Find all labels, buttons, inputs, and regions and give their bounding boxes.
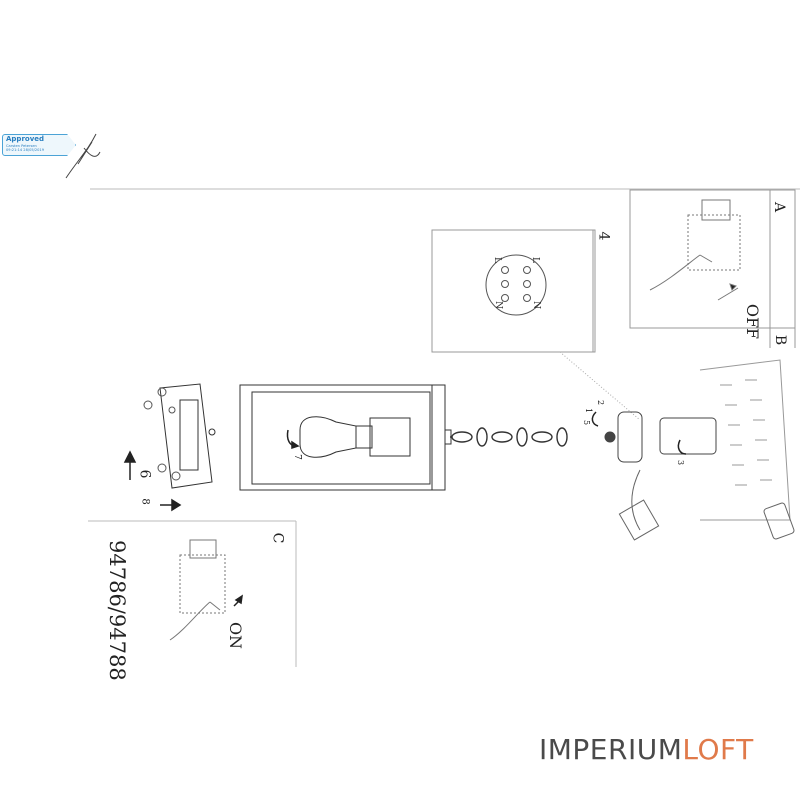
light-bulb-icon: [299, 416, 373, 458]
step-2: 2: [596, 399, 606, 406]
stamp-line2: 09:21:14 28/05/2019: [6, 148, 44, 152]
step-8: 8: [139, 498, 151, 505]
wire-label-l-2: L: [529, 257, 540, 263]
screws: [143, 387, 181, 481]
panel-a-letter: A: [771, 201, 788, 213]
step-1: 1: [584, 407, 594, 414]
wire-label-l-1: L: [491, 257, 502, 263]
chain: [450, 427, 568, 447]
brand-part-2: LOFT: [682, 733, 754, 766]
panel-a: [629, 189, 796, 329]
approved-stamp: Approved Carsten Petersen 09:21:14 28/05…: [2, 134, 76, 156]
model-number: 94786/94788: [105, 540, 129, 681]
step-4-number: 4: [595, 231, 612, 241]
signature: [65, 133, 101, 179]
brand-part-1: IMPERIUM: [539, 733, 683, 766]
step-5: 5: [582, 419, 592, 426]
canopy: [604, 411, 717, 463]
step-3: 3: [676, 459, 686, 466]
stamp-title: Approved: [6, 135, 45, 143]
wall-box-icon: [763, 502, 795, 540]
wire-label-n-2: N: [530, 301, 541, 309]
panel-c-switch-icon: [169, 539, 226, 641]
panel-c-letter: C: [269, 532, 286, 544]
stamp-line1: Carsten Petersen: [6, 144, 37, 148]
panel-step-4: [431, 229, 596, 353]
step-7: 7: [291, 454, 302, 460]
top-plate: [159, 383, 216, 489]
terminal-block: [485, 254, 547, 316]
brand-logo: IMPERIUMLOFT: [539, 733, 754, 766]
screwdriver-icon: [618, 469, 660, 541]
arrow-icon: [123, 411, 687, 607]
panel-c-on-label: ON: [226, 621, 246, 650]
brick-wall: [699, 359, 791, 521]
panel-b-letter: B: [772, 334, 789, 346]
panel-a-switch-icon: [649, 199, 741, 301]
step-6: 6: [136, 469, 153, 479]
wire-label-n-1: N: [492, 301, 503, 309]
lantern-body: [239, 384, 452, 491]
panel-a-off-label: OFF: [743, 303, 763, 340]
